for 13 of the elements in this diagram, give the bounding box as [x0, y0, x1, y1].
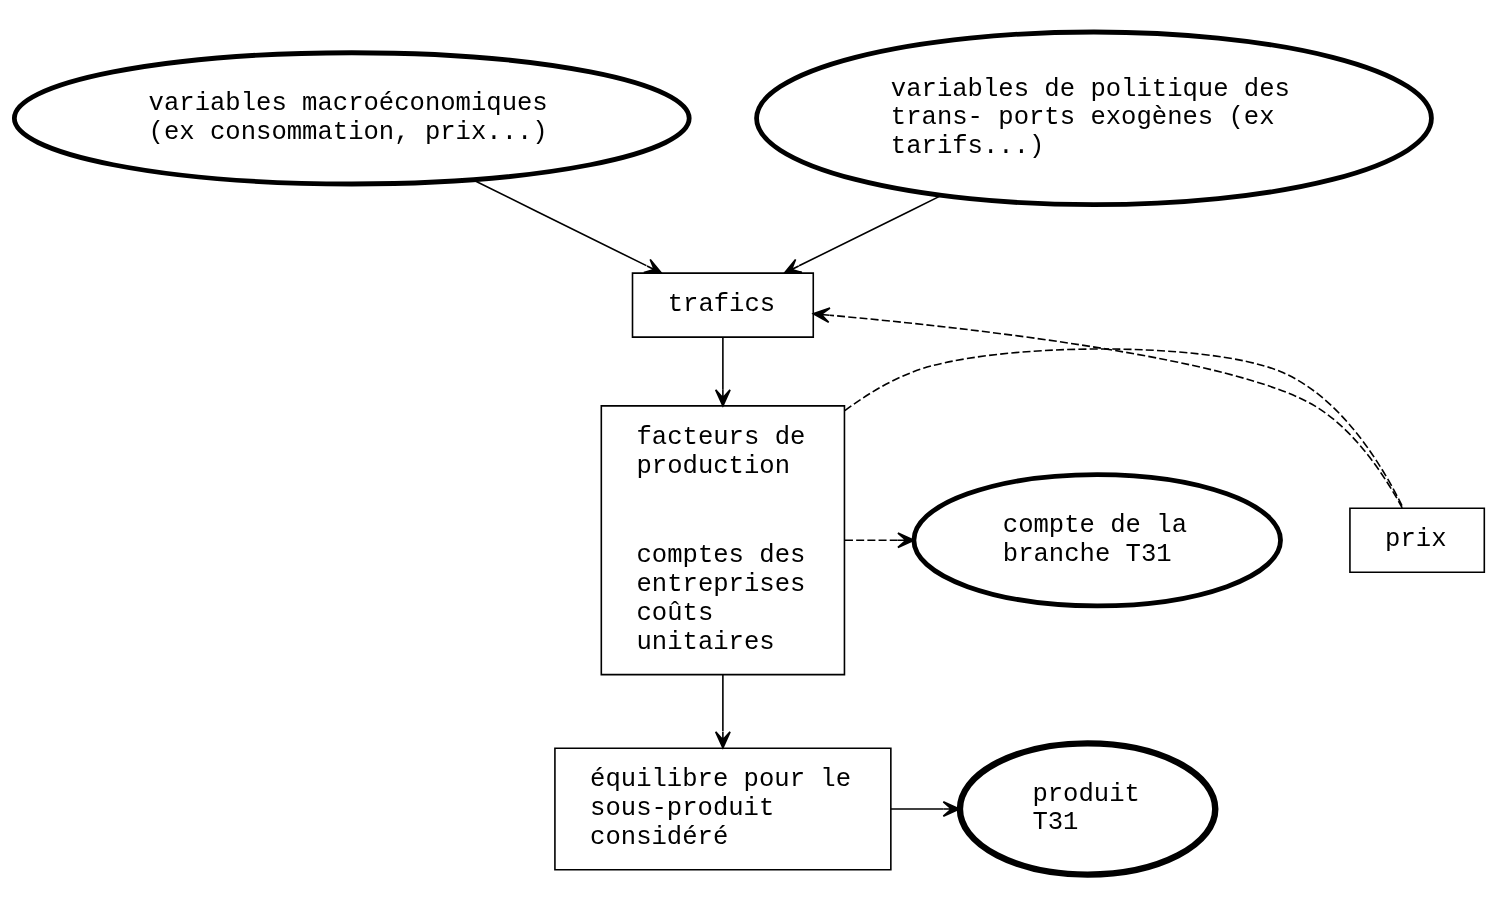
node-box: équilibre pour le sous-produit considéré: [554, 747, 892, 871]
node-ellipse: variables de politique des trans- ports exogènes (ex tarifs...): [754, 29, 1434, 208]
arrow: [812, 307, 1403, 509]
arrow: [783, 194, 943, 274]
node-box: facteurs de production comptes des entreprises coûts unitaires: [600, 405, 846, 676]
arrow: [844, 532, 915, 549]
node-box: prix: [1349, 507, 1486, 574]
node-ellipse: compte de la branche T31: [911, 472, 1283, 609]
arrow: [714, 336, 731, 407]
node-ellipse: produit T31: [956, 740, 1219, 878]
arrow: [714, 673, 731, 749]
node-ellipse: variables macroéconomiques (ex consommation, prix...): [11, 50, 692, 187]
node-box: trafics: [631, 272, 815, 338]
